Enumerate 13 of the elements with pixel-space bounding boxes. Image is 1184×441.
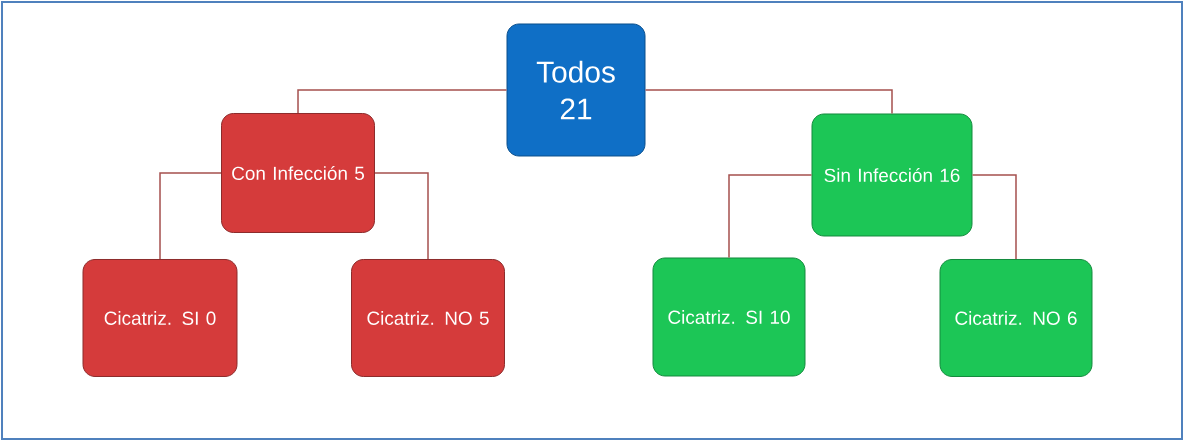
- connector-line: [297, 89, 508, 114]
- connector-line: [971, 174, 1017, 260]
- connector-line: [728, 174, 813, 259]
- connector-line: [159, 172, 222, 260]
- node-box: Todos 21: [506, 23, 646, 157]
- connector-line: [374, 172, 429, 260]
- node-box: Cicatriz. SI 0: [82, 259, 238, 377]
- node-box: Cicatriz. SI 10: [652, 257, 806, 377]
- node-box: Cicatriz. NO 6: [939, 259, 1093, 377]
- connector-line: [644, 89, 893, 115]
- node-box: Sin Infección 16: [811, 113, 973, 237]
- node-box: Cicatriz. NO 5: [351, 259, 505, 377]
- node-box: Con Infección 5: [221, 113, 375, 233]
